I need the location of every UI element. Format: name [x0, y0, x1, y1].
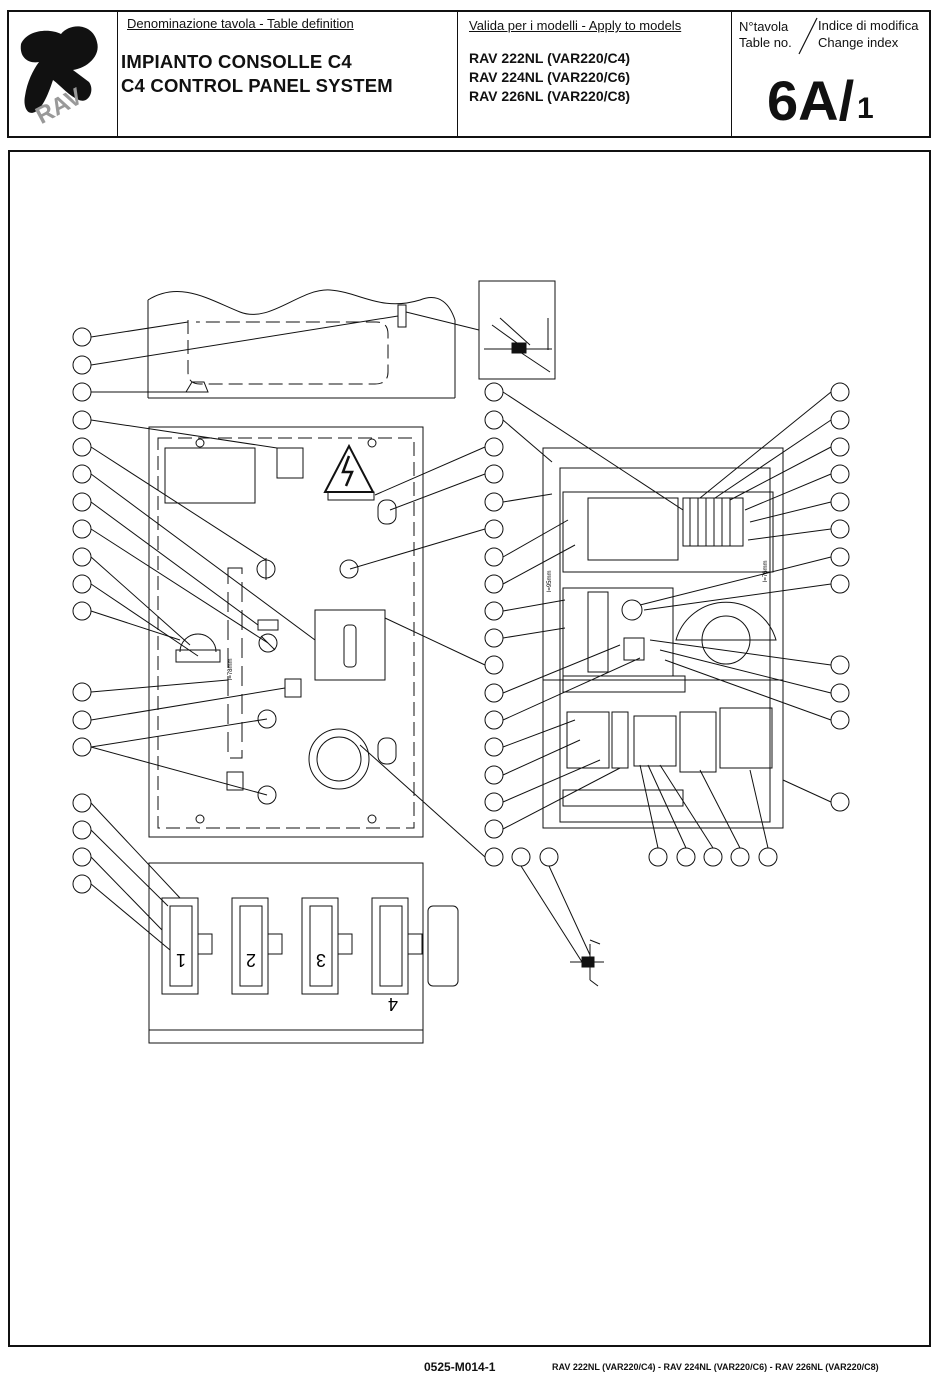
model-line-2: RAV 224NL (VAR220/C6) [469, 69, 631, 85]
connector-number-4: 4 [388, 994, 398, 1014]
models-cell: Valida per i modelli - Apply to models R… [457, 12, 732, 136]
table-no-label-it: N°tavola [739, 19, 789, 34]
callouts-right [639, 382, 850, 867]
connector-panel [148, 862, 459, 1044]
drawing-frame [8, 150, 931, 1347]
connector-number-2: 2 [246, 950, 256, 970]
title-cell: Denominazione tavola - Table definition … [117, 12, 458, 136]
callouts-left [72, 315, 399, 951]
connector-number-3: 3 [316, 950, 326, 970]
detail-inset [405, 280, 556, 380]
model-line-1: RAV 222NL (VAR220/C4) [469, 50, 631, 66]
model-line-3: RAV 226NL (VAR220/C8) [469, 88, 631, 104]
logo-cell: RAV [9, 12, 118, 136]
title-english: C4 CONTROL PANEL SYSTEM [121, 75, 393, 96]
connector-number-1: 1 [176, 950, 186, 970]
divider-slash [798, 17, 818, 55]
title-italian: IMPIANTO CONSOLLE C4 [121, 51, 352, 72]
models-label: Valida per i modelli - Apply to models [469, 18, 682, 33]
change-index-label-it: Indice di modifica [818, 18, 919, 33]
console-top-view [147, 289, 456, 399]
change-index: 1 [857, 92, 874, 125]
title-block: RAV Denominazione tavola - Table definit… [7, 10, 931, 138]
table-definition-label: Denominazione tavola - Table definition [127, 16, 354, 31]
table-number: 6A/ [767, 69, 855, 132]
footer-models: RAV 222NL (VAR220/C4) - RAV 224NL (VAR22… [552, 1362, 879, 1372]
table-no-label-en: Table no. [739, 35, 792, 50]
rav-logo: RAV [20, 26, 98, 130]
drawing-text-labels: 1 2 3 4 l=78mm l=95mm l=76mm [176, 560, 769, 1014]
dimension-label-1: l=78mm [228, 658, 234, 680]
document-code: 0525-M014-1 [424, 1360, 496, 1374]
cabinet-interior [542, 447, 784, 829]
table-number-cell: N°tavola Table no. Indice di modifica Ch… [731, 12, 929, 136]
dimension-label-2: l=95mm [547, 570, 553, 592]
callouts-middle [349, 382, 684, 963]
dimension-label-3: l=76mm [763, 560, 769, 582]
front-panel [148, 426, 424, 838]
change-index-label-en: Change index [818, 35, 899, 50]
bracket-detail [570, 939, 604, 987]
